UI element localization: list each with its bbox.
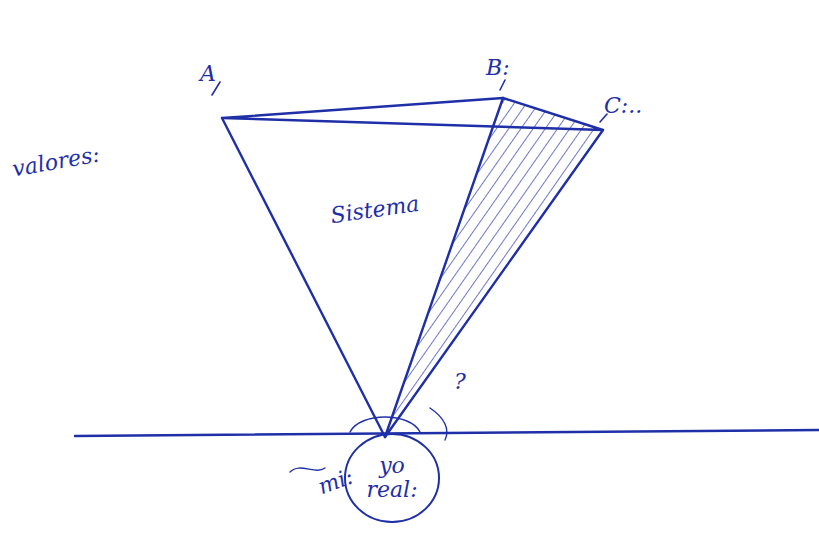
circled-node: yo real: xyxy=(343,432,441,524)
hatched-face xyxy=(385,98,603,437)
vertex-label: A xyxy=(200,62,216,86)
vertex-label: B: xyxy=(486,56,510,80)
angle-arc xyxy=(430,408,447,440)
side-edges xyxy=(222,118,603,437)
question-mark: ? xyxy=(454,370,466,394)
top-edges xyxy=(222,98,603,130)
node-text: yo real: xyxy=(361,454,423,502)
side-note: valores: xyxy=(11,143,102,182)
system-label-node: Sistema xyxy=(322,185,428,236)
apex-arc xyxy=(350,417,420,432)
tick-marks xyxy=(212,80,607,122)
squiggle xyxy=(290,468,325,472)
vertex-label: C:.. xyxy=(604,94,642,118)
node-text: Sistema xyxy=(329,192,421,228)
back-edge xyxy=(385,98,503,437)
